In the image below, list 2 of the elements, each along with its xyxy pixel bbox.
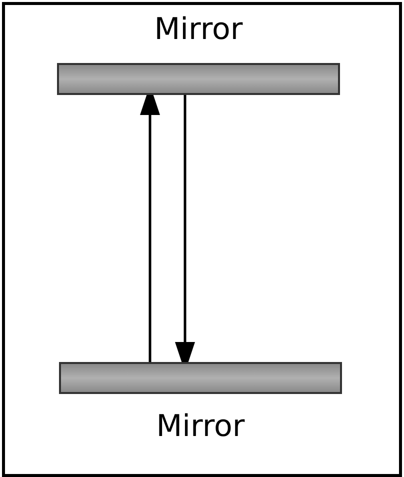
mirror-label: Mirror: [153, 12, 244, 47]
mirror-label: Mirror: [155, 409, 246, 444]
